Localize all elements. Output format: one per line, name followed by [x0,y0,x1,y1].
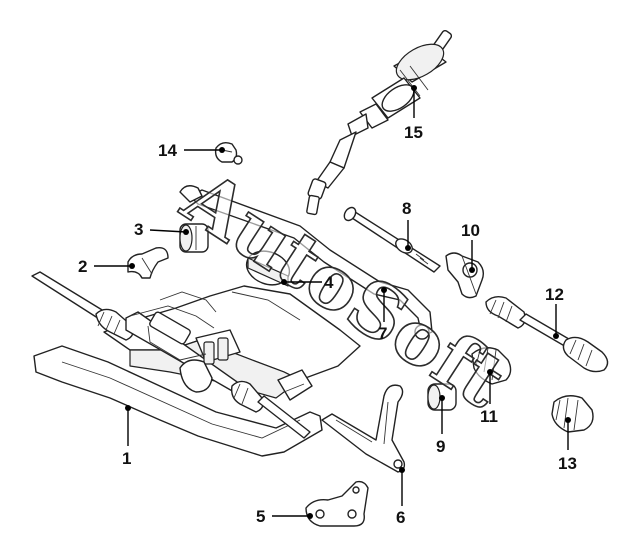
callout-7-label: 7 [378,324,387,343]
stabilizer-bracket [127,247,169,279]
callout-10: 10 [461,221,480,273]
callout-2: 2 [78,257,135,276]
callout-9: 9 [436,395,445,456]
callout-11-label: 11 [480,407,498,426]
callout-8: 8 [402,199,411,251]
callout-3-label: 3 [134,220,143,239]
callout-9-label: 9 [436,437,445,456]
callout-5-label: 5 [256,507,265,526]
stabilizer-bar [179,185,433,340]
callout-13-label: 13 [558,454,577,473]
tie-rod-end [445,252,485,299]
control-arm-bracket [305,480,369,527]
callout-5: 5 [256,507,313,526]
steering-rack [31,271,311,439]
cv-boot [471,347,512,385]
callout-12: 12 [545,285,564,339]
outer-boot [551,395,594,433]
lower-control-arm [321,384,406,473]
callout-7: 7 [378,287,387,343]
callout-15: 15 [404,85,423,142]
callout-6: 6 [396,467,405,527]
callout-10-label: 10 [461,221,480,240]
callout-6-label: 6 [396,508,405,527]
callout-12-label: 12 [545,285,564,304]
steering-column [306,29,453,216]
callout-1: 1 [122,405,131,468]
callout-4: 4 [281,273,334,292]
callout-13: 13 [558,417,577,473]
callout-3: 3 [134,220,189,239]
callout-11: 11 [480,369,498,426]
callout-8-label: 8 [402,199,411,218]
callout-14-label: 14 [158,141,177,160]
callout-1-label: 1 [122,449,131,468]
callout-15-label: 15 [404,123,423,142]
callout-2-label: 2 [78,257,87,276]
callout-4-label: 4 [324,273,334,292]
callout-14: 14 [158,141,225,160]
drive-shaft [485,295,609,373]
